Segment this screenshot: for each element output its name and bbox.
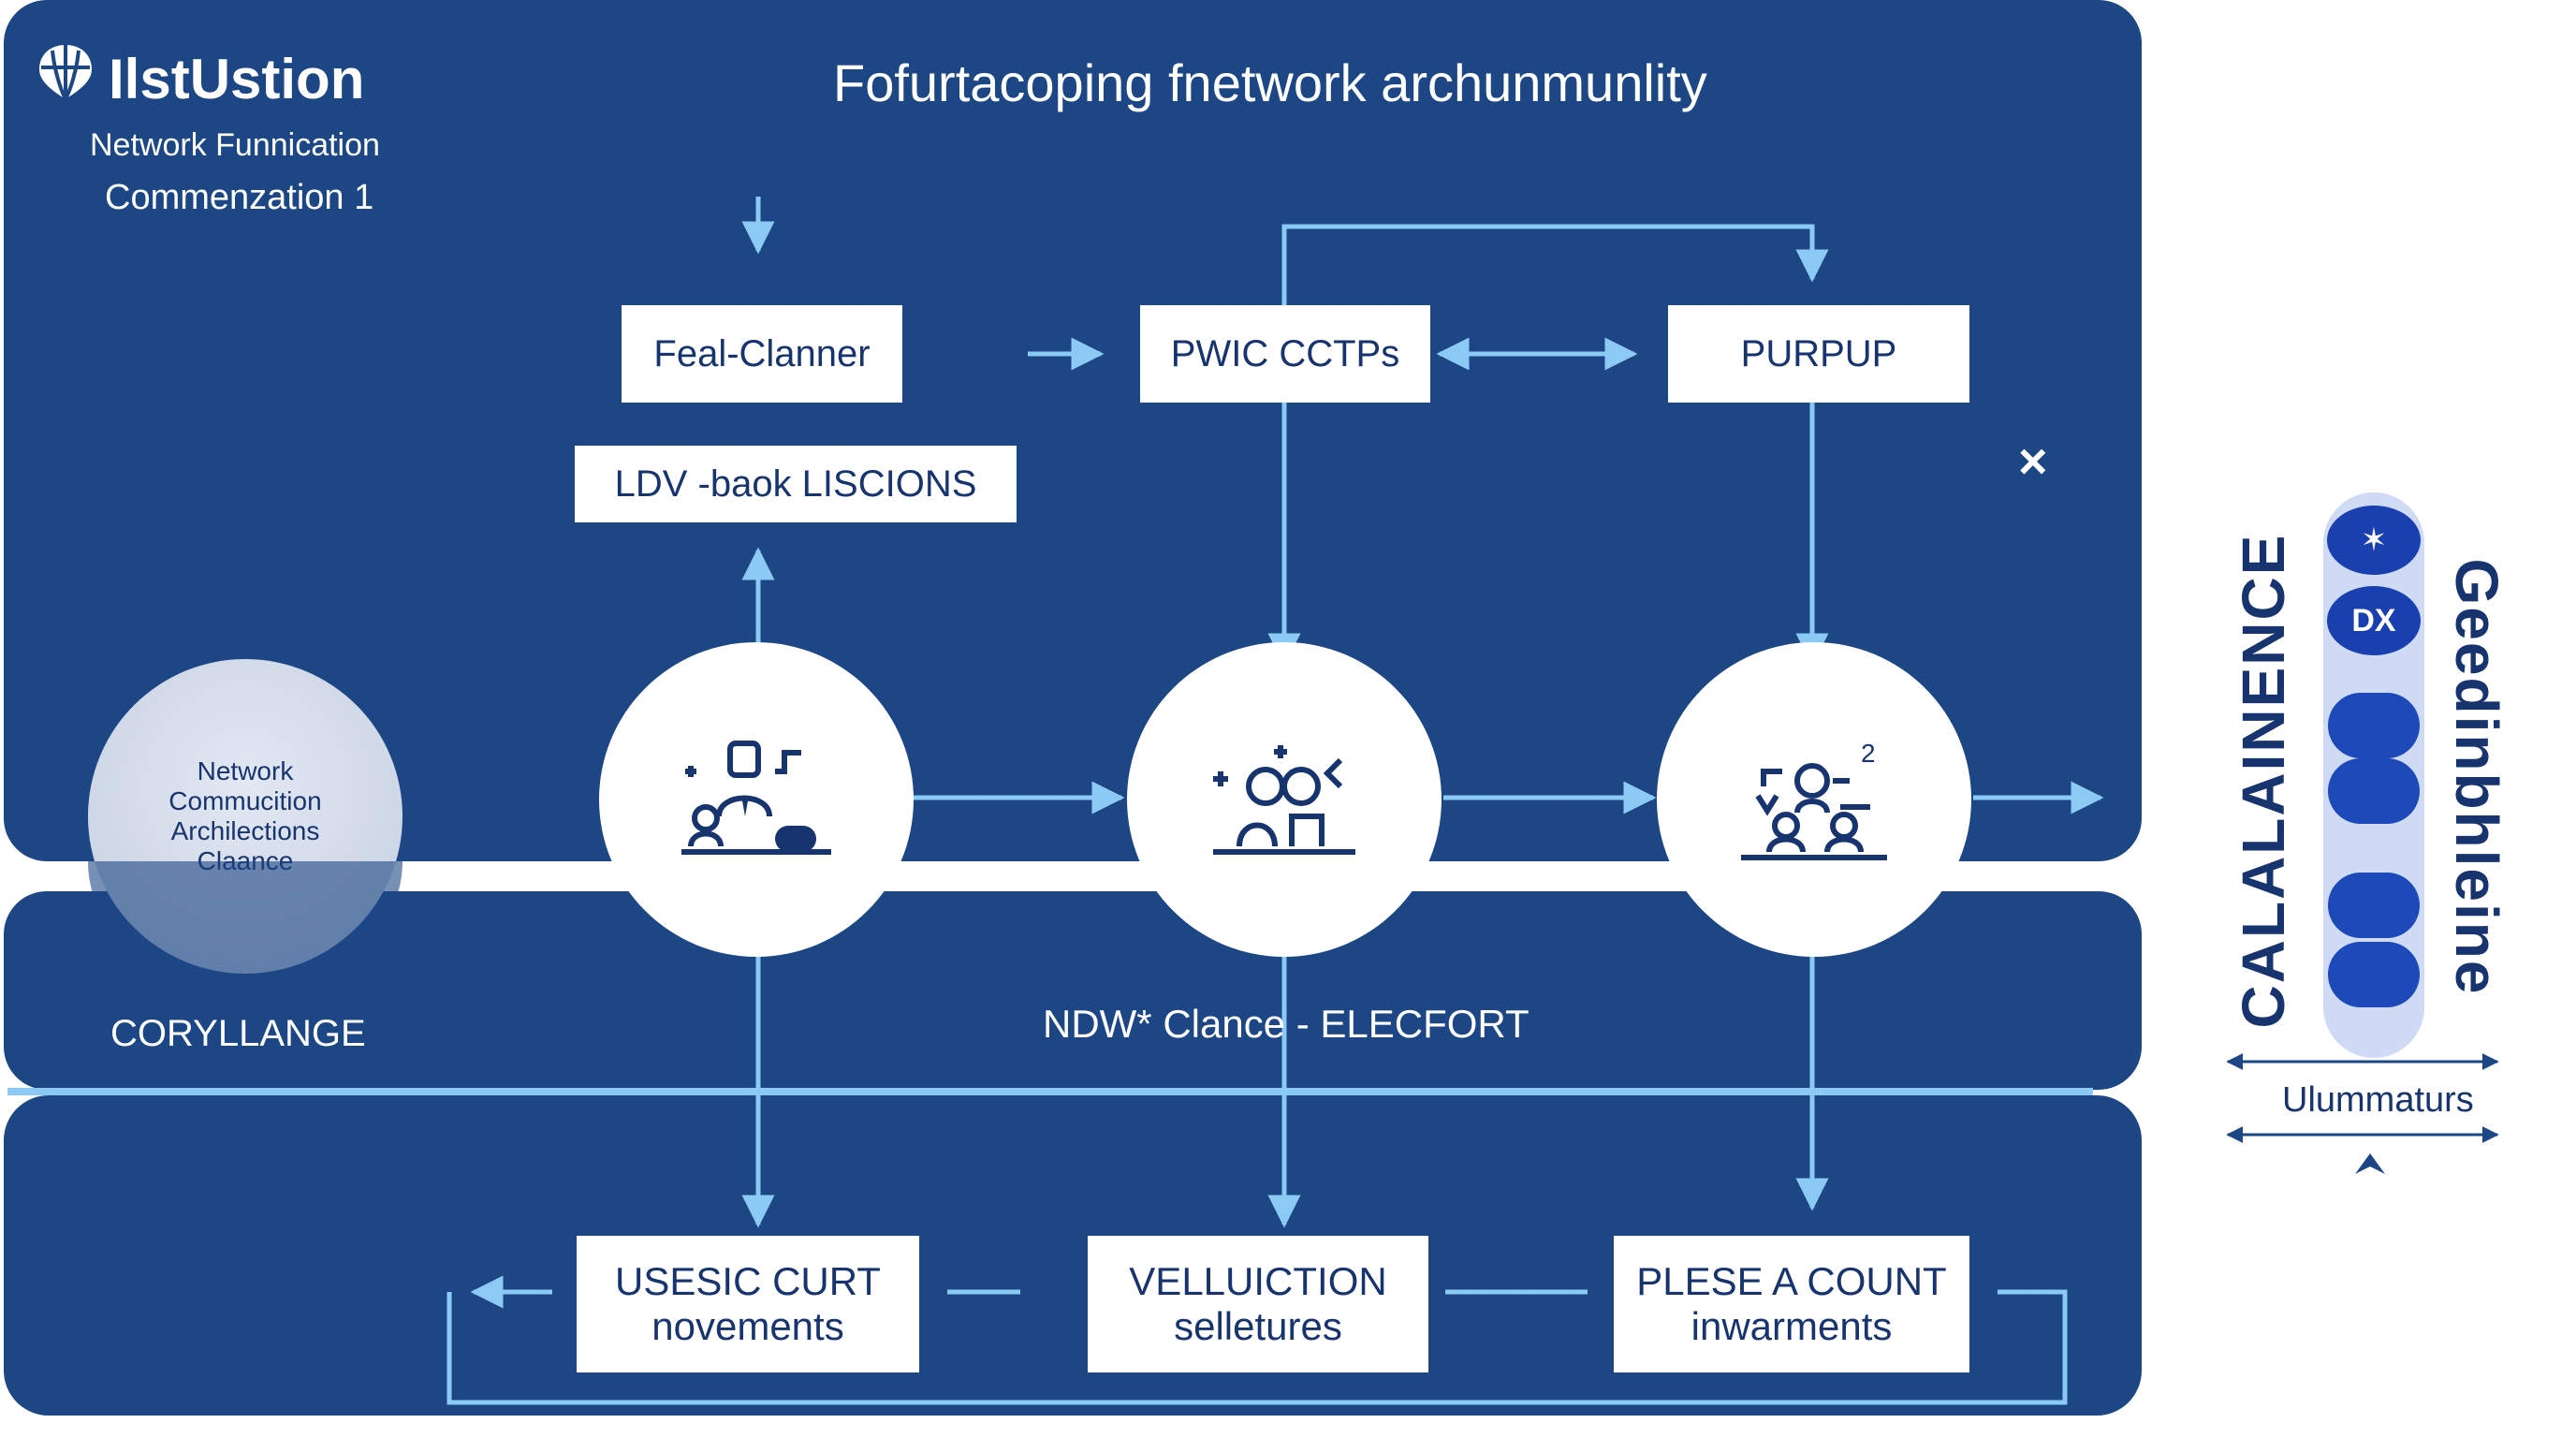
brand-subtitle-1: Network Funnication [90, 127, 380, 163]
close-icon[interactable]: × [2018, 433, 2048, 490]
bottom-box-velluiction-line-2: selletures [1174, 1304, 1342, 1348]
info-circle-line-3: Archilections [170, 816, 320, 845]
side-vertical-left: CALALAINENCE [2230, 533, 2297, 1029]
middle-left-label: CORYLLANGE [110, 1013, 366, 1054]
stack-disc-3 [2328, 873, 2420, 938]
side-bottom-label: Ulummaturs [2282, 1080, 2474, 1120]
bottom-box-usesic: USESIC CURT novements [577, 1236, 919, 1372]
brand-logo [36, 41, 95, 109]
team-meeting-icon: 2 [1741, 739, 1887, 860]
middle-center-label: NDW* Clance - ELECFORT [1043, 1002, 1530, 1046]
analyst-people-icon [1213, 745, 1355, 855]
brand-subtitle-2: Commenzation 1 [105, 178, 374, 217]
bottom-box-usesic-line-1: USESIC CURT [615, 1259, 881, 1303]
bottom-box-plese-line-2: inwarments [1690, 1304, 1893, 1348]
stack-disc-2 [2328, 758, 2420, 824]
side-vertical-right: Geedinbhleine [2443, 558, 2510, 996]
info-circle-line-1: Network [197, 756, 294, 785]
info-circle-shadow [88, 861, 402, 974]
box-pwic-cctps: PWIC CCTPs [1140, 305, 1430, 403]
stack-disc-4 [2328, 942, 2420, 1007]
box-ldv-baok: LDV -baok LISCIONS [575, 446, 1017, 522]
node-planner [599, 642, 914, 957]
star-icon: ✶ [2327, 506, 2421, 575]
side-up-arrow [2355, 1153, 2385, 1174]
bottom-box-velluiction-line-1: VELLUICTION [1129, 1259, 1387, 1303]
arrow-loop-top [1281, 224, 1829, 305]
bottom-box-plese-line-1: PLESE A COUNT [1636, 1259, 1947, 1303]
stack-disc-1 [2328, 693, 2420, 758]
brand-name: IlstUstion [109, 48, 365, 110]
node-team: 2 [1657, 642, 1971, 957]
bottom-box-velluiction: VELLUICTION selletures [1088, 1236, 1428, 1372]
balloon-logo-icon [39, 45, 92, 100]
box-feal-clanner: Feal-Clanner [622, 305, 902, 403]
diagram-title: Fofurtacoping fnetwork archunmunlity [833, 53, 1707, 112]
planner-people-icon [681, 741, 831, 855]
info-circle-line-2: Commucition [168, 786, 322, 815]
bottom-box-plese: PLESE A COUNT inwarments [1614, 1236, 1969, 1372]
node-analyst [1127, 642, 1442, 957]
box-purpup: PURPUP [1668, 305, 1969, 403]
dx-badge-icon: DX [2327, 586, 2421, 655]
svg-text:2: 2 [1861, 739, 1876, 768]
bottom-loop-line [446, 1289, 2068, 1405]
bottom-box-usesic-line-2: novements [651, 1304, 844, 1348]
